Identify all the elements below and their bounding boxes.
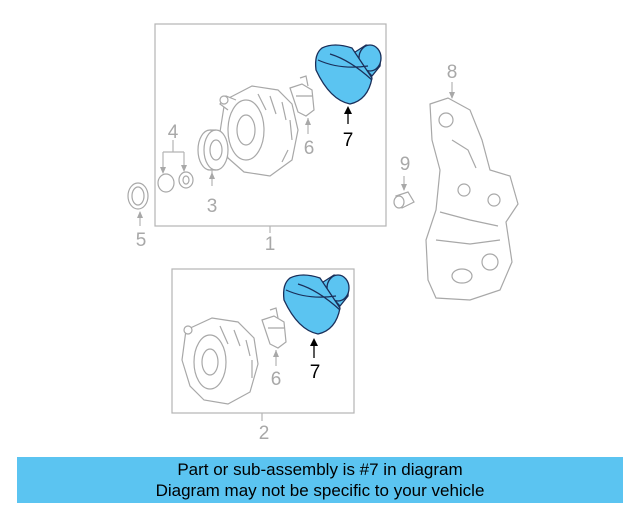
label-9: 9 [400, 154, 411, 175]
label-7-a: 7 [343, 130, 354, 151]
arrowhead-5 [137, 211, 143, 218]
bracket-part-6-b [261, 307, 287, 349]
banner-line-1: Part or sub-assembly is #7 in diagram [177, 460, 463, 479]
banner-line-2: Diagram may not be specific to your vehi… [155, 481, 485, 500]
pulley-part-3 [197, 129, 229, 171]
label-5: 5 [136, 230, 147, 251]
label-4: 4 [168, 122, 179, 143]
alternator-2 [181, 317, 259, 405]
bushing-part-9 [393, 191, 415, 209]
arrowhead-4a [160, 167, 166, 174]
arrowhead-6a [305, 118, 311, 125]
label-2: 2 [259, 423, 270, 444]
label-6-b: 6 [271, 369, 282, 390]
mounting-bracket-part-8 [425, 97, 519, 301]
arrowhead-6b [273, 350, 279, 357]
arrowhead-8 [449, 92, 455, 99]
arrowhead-7b [310, 338, 318, 346]
arrowhead-4b [181, 165, 187, 172]
arrowhead-3 [209, 172, 215, 179]
nut-part-4 [157, 171, 194, 193]
leader-line-4 [162, 140, 185, 172]
label-8: 8 [447, 62, 458, 83]
highlighted-cap-part-7-a [314, 44, 382, 105]
highlighted-cap-part-7-b [282, 274, 350, 335]
label-6-a: 6 [304, 138, 315, 159]
alternator-1 [219, 85, 299, 177]
bracket-part-6-a [289, 75, 315, 117]
label-7-b: 7 [310, 362, 321, 383]
assembly-2-box [171, 268, 355, 414]
arrowhead-9 [401, 184, 407, 191]
ring-part-5 [127, 182, 149, 210]
arrowhead-7a [344, 106, 352, 114]
label-3: 3 [207, 196, 218, 217]
label-1: 1 [265, 234, 276, 255]
info-banner: Part or sub-assembly is #7 in diagram Di… [17, 457, 623, 503]
